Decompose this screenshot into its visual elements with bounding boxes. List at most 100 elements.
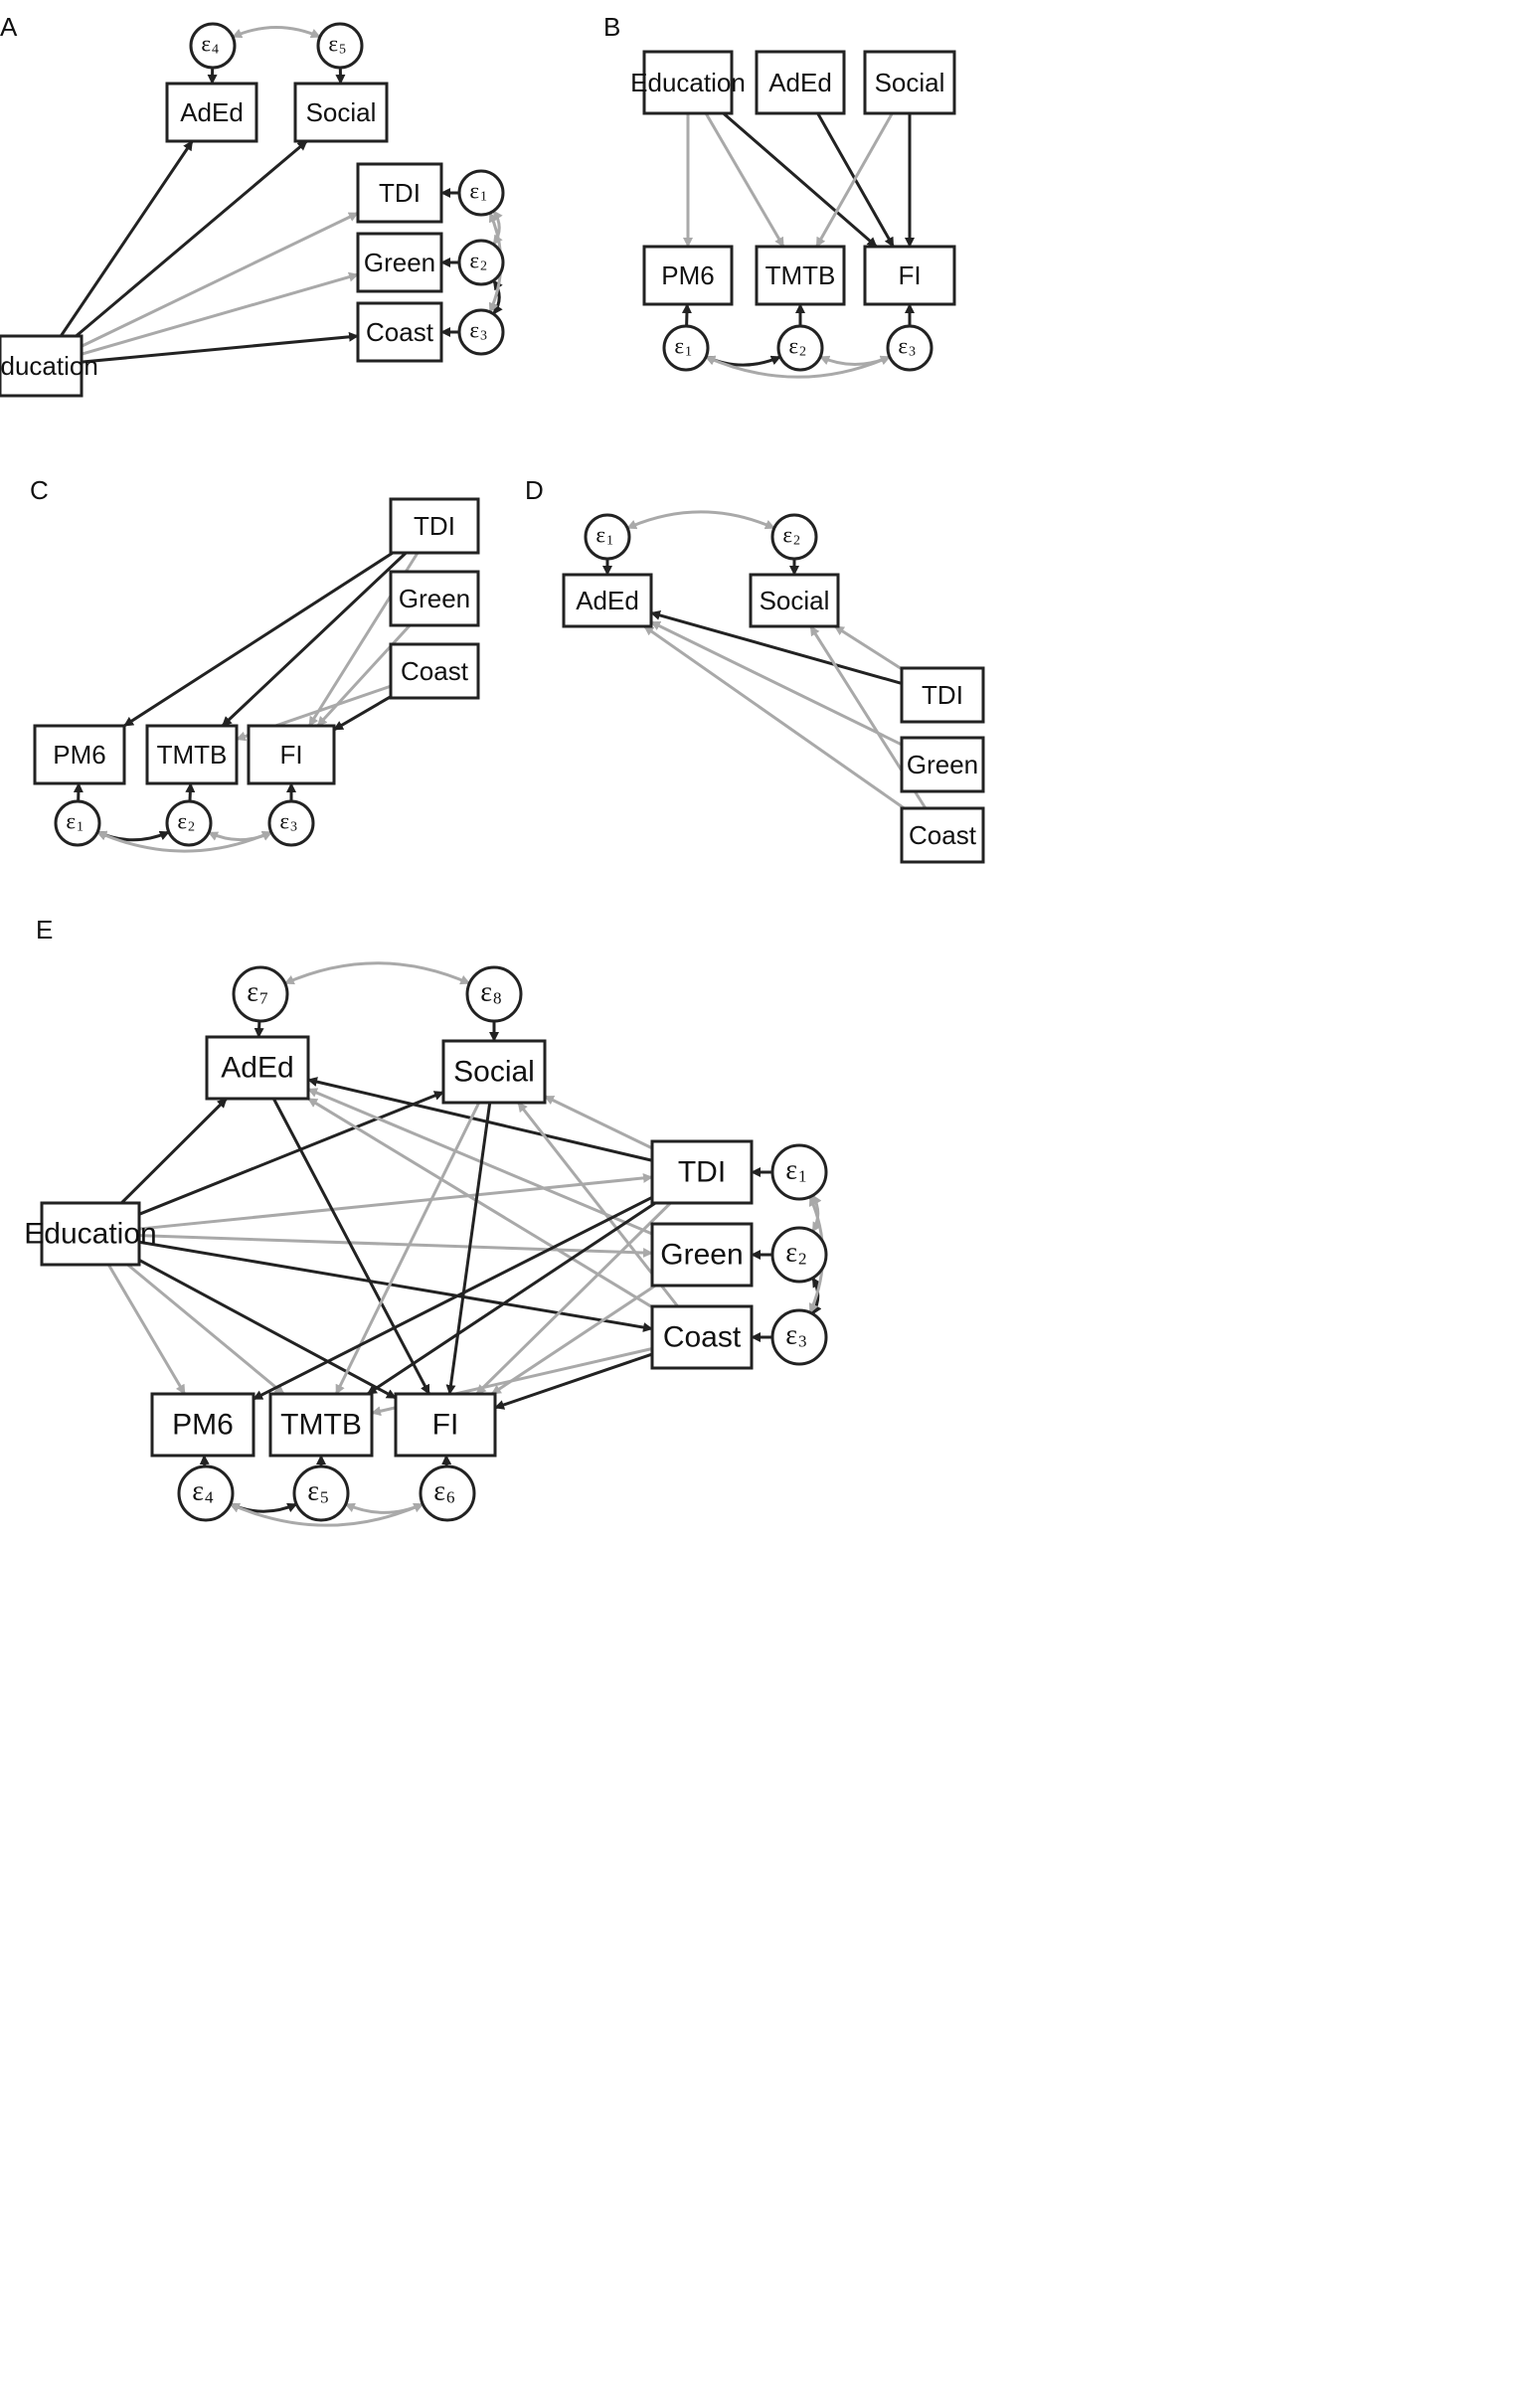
variable-label: Green <box>364 248 435 277</box>
variable-box-edu: Education <box>24 1201 157 1267</box>
variable-label: PM6 <box>172 1409 234 1442</box>
variable-box-coast: Coast <box>650 1304 754 1370</box>
variable-box-pm6: PM6 <box>150 1392 255 1458</box>
variable-label: Education <box>630 68 746 97</box>
variable-box-fi: FI <box>863 245 956 306</box>
variable-box-tdi: TDI <box>389 497 480 555</box>
variable-box-edu: Education <box>630 50 746 115</box>
path-arrow-social-tmtb <box>815 112 894 248</box>
variable-label: TDI <box>678 1156 726 1189</box>
epsilon-subscript: 3 <box>290 820 297 835</box>
path-arrow-green-fi <box>316 623 412 728</box>
epsilon-subscript: 5 <box>320 1488 329 1507</box>
variable-label: Social <box>306 97 377 127</box>
variable-label: AdEd <box>180 97 244 127</box>
variable-label: Green <box>660 1239 743 1272</box>
variable-box-social: Social <box>293 82 389 143</box>
epsilon-subscript: 2 <box>798 1250 807 1269</box>
epsilon-subscript: 7 <box>259 989 268 1008</box>
epsilon-subscript: 1 <box>798 1167 807 1186</box>
variable-label: Social <box>760 586 830 615</box>
epsilon-subscript: 2 <box>480 259 487 274</box>
path-arrow-tdi-tmtb <box>366 1201 657 1396</box>
path-arrow-tdi-social <box>833 624 903 671</box>
path-arrow-edu-coast <box>81 331 359 364</box>
path-arrow-tdi-pm6 <box>123 551 394 728</box>
path-arrow-coast-aded <box>643 624 906 810</box>
epsilon-subscript: 2 <box>188 820 195 835</box>
variable-label: Social <box>875 68 945 97</box>
covariances <box>705 355 891 379</box>
variable-label: AdEd <box>576 586 639 615</box>
variable-box-tmtb: TMTB <box>755 245 846 306</box>
epsilon-symbol: ε <box>307 1476 319 1507</box>
variable-label: Coast <box>366 317 434 347</box>
panel-letter: C <box>30 475 49 505</box>
variable-label: Coast <box>401 656 469 686</box>
epsilon-subscript: 2 <box>799 345 806 360</box>
variable-box-pm6: PM6 <box>642 245 734 306</box>
path-arrow-edu-green <box>138 1234 653 1258</box>
epsilon-subscript: 4 <box>212 43 219 58</box>
epsilon-symbol: ε <box>201 32 211 57</box>
epsilon-subscript: 1 <box>685 345 692 360</box>
epsilon-subscript: 5 <box>339 43 346 58</box>
epsilon-subscript: 1 <box>77 820 84 835</box>
variable-box-tdi: TDI <box>356 162 443 224</box>
covariance-arc-e4-e6 <box>229 1502 424 1527</box>
path-arrow-tdi-pm6 <box>253 1195 653 1401</box>
path-arrow-green-aded <box>307 1088 653 1236</box>
variable-box-green: Green <box>650 1222 754 1288</box>
covariance-arc-e1-e3 <box>705 355 891 379</box>
panel-letter: D <box>525 475 544 505</box>
epsilon-symbol: ε <box>247 977 258 1008</box>
path-arrow-edu-social <box>75 139 308 338</box>
covariance-arc-e7-e8 <box>283 961 471 985</box>
epsilon-symbol: ε <box>674 334 684 359</box>
path-arrow-edu-social <box>138 1091 444 1216</box>
epsilon-symbol: ε <box>469 249 479 273</box>
epsilon-symbol: ε <box>66 809 76 834</box>
variable-label: TDI <box>414 511 455 541</box>
variable-box-social: Social <box>749 573 840 628</box>
variable-label: TDI <box>922 680 963 710</box>
epsilon-symbol: ε <box>785 1155 797 1186</box>
path-arrow-e1-pm6 <box>73 782 84 802</box>
variable-box-tdi: TDI <box>900 666 985 724</box>
epsilon-subscript: 1 <box>606 534 613 549</box>
path-arrow-edu-aded <box>59 140 194 337</box>
variable-label: Social <box>453 1056 535 1089</box>
epsilon-symbol: ε <box>469 318 479 343</box>
panel-a: AEducationAdEdSocialTDIGreenCoastε4ε5ε1ε… <box>0 12 505 398</box>
path-arrow-edu-green <box>81 271 359 356</box>
variable-label: TMTB <box>765 260 836 290</box>
variable-label: PM6 <box>661 260 714 290</box>
panel-letter: E <box>36 915 53 945</box>
path-arrow-edu-tdi <box>81 211 359 348</box>
epsilon-subscript: 1 <box>480 190 487 205</box>
variable-label: FI <box>279 740 302 770</box>
epsilon-symbol: ε <box>433 1476 445 1507</box>
covariances <box>96 830 272 853</box>
nodes: EducationAdEdSocialTDIGreenCoastε4ε5ε1ε2… <box>0 22 505 398</box>
variable-box-tmtb: TMTB <box>268 1392 374 1458</box>
variable-label: AdEd <box>221 1052 293 1085</box>
epsilon-subscript: 4 <box>205 1488 214 1507</box>
variable-box-green: Green <box>900 736 985 793</box>
